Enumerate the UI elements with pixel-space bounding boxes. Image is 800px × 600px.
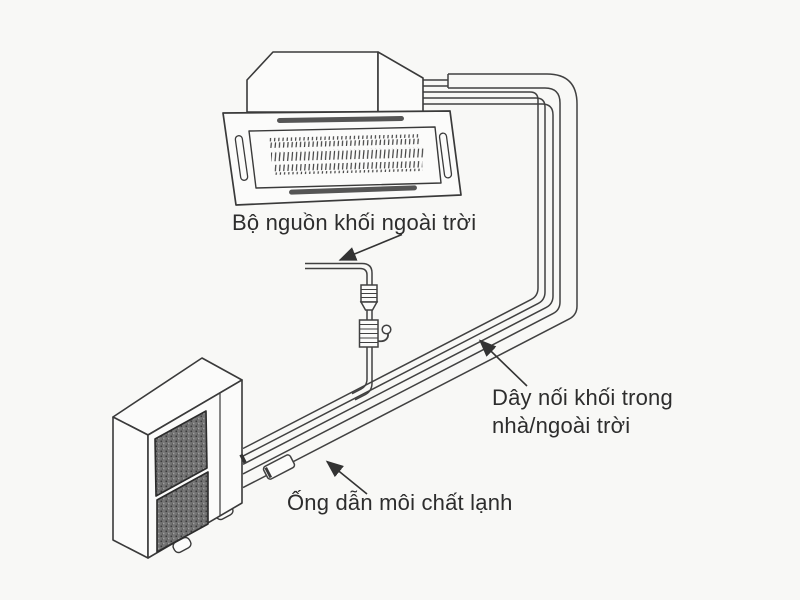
conduit-mid-segment <box>366 310 373 320</box>
conduit-inner-line <box>305 267 368 285</box>
union-coupler-ribs <box>361 289 377 298</box>
label-text-line2: nhà/ngoài trời <box>492 413 631 438</box>
label-text: Bộ nguồn khối ngoài trời <box>232 210 477 235</box>
air-outlet-slot-right <box>438 132 453 179</box>
interconnect-wire-line-1 <box>242 91 539 450</box>
air-outlet-slot-top <box>277 116 404 123</box>
conduit-lower-outer <box>354 347 373 401</box>
sleeve-clamp <box>264 467 273 479</box>
intake-grille-frame <box>248 126 442 189</box>
label-indoor-outdoor-interconnect: Dây nối khối trong nhà/ngoài trời <box>492 384 673 440</box>
unit-side-face <box>112 416 149 559</box>
plenum-side-face <box>377 51 424 113</box>
air-outlet-slot-left <box>234 135 249 181</box>
outdoor-condenser-unit <box>112 357 247 559</box>
label-refrigerant-pipe: Ống dẫn môi chất lạnh <box>287 489 513 516</box>
coupler-taper <box>359 301 379 311</box>
refrigerant-pipe-run <box>242 73 578 489</box>
power-conduit <box>305 262 392 401</box>
air-outlet-slot-bottom <box>289 185 417 195</box>
label-text-line1: Dây nối khối trong <box>492 385 673 410</box>
label-arrows <box>325 233 528 495</box>
plenum-front-face <box>246 51 379 113</box>
label-text: Ống dẫn môi chất lạnh <box>287 490 513 515</box>
label-outdoor-power-supply: Bộ nguồn khối ngoài trời <box>232 209 476 236</box>
condenser-grille-upper <box>154 410 208 497</box>
insulated-pipe-inner-edge <box>242 87 561 475</box>
condenser-grille-lower <box>156 471 209 553</box>
valve-handle-knob <box>381 324 392 335</box>
service-valve-ribs <box>359 324 378 343</box>
pipe-insulation-sleeve <box>262 454 296 480</box>
insulated-pipe-outer-edge <box>242 73 578 489</box>
ceiling-cassette-indoor-unit <box>222 51 462 206</box>
interconnect-label-arrow <box>478 339 528 387</box>
pipe-connection-fitting <box>239 453 247 464</box>
conduit-lower-inner <box>351 347 368 395</box>
conduit-outer-line <box>305 262 373 285</box>
interconnect-wire-line-3 <box>242 103 554 465</box>
sleeve-body <box>262 454 296 480</box>
power-label-arrow <box>338 233 403 261</box>
interconnect-wire-line-2 <box>242 97 546 457</box>
intake-grille-louvers <box>268 134 426 175</box>
refrigerant-label-arrow <box>325 460 368 495</box>
